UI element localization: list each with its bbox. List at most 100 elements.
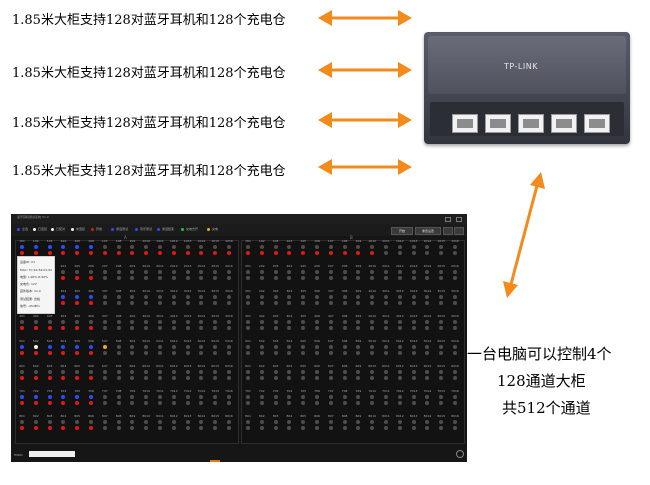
channel-cell[interactable]: 806 — [312, 415, 322, 431]
channel-cell[interactable]: 603 — [271, 365, 281, 381]
channel-cell[interactable]: 804 — [284, 415, 294, 431]
channel-cell[interactable]: 2013 — [183, 265, 193, 281]
channel-cell[interactable]: 7012 — [169, 390, 179, 406]
channel-cell[interactable]: 6015 — [436, 365, 446, 381]
channel-cell[interactable]: 606 — [312, 365, 322, 381]
channel-cell[interactable]: 2011 — [155, 265, 165, 281]
channel-cell[interactable]: 4010 — [141, 315, 151, 331]
channel-cell[interactable]: 106 — [86, 240, 96, 256]
channel-cell[interactable]: 6014 — [422, 365, 432, 381]
channel-cell[interactable]: 101 — [243, 240, 253, 256]
channel-cell[interactable]: 5014 — [196, 340, 206, 356]
channel-cell[interactable]: 8010 — [141, 415, 151, 431]
channel-cell[interactable]: 8011 — [155, 415, 165, 431]
channel-cell[interactable]: 7013 — [409, 390, 419, 406]
channel-cell[interactable]: 6014 — [196, 365, 206, 381]
channel-cell[interactable]: 6013 — [409, 365, 419, 381]
channel-cell[interactable]: 405 — [298, 315, 308, 331]
channel-cell[interactable]: 1011 — [381, 240, 391, 256]
help-icon[interactable] — [456, 450, 464, 458]
channel-cell[interactable]: 2012 — [395, 265, 405, 281]
channel-cell[interactable]: 708 — [340, 390, 350, 406]
channel-cell[interactable]: 505 — [72, 340, 82, 356]
channel-cell[interactable]: 507 — [100, 340, 110, 356]
channel-cell[interactable]: 809 — [127, 415, 137, 431]
channel-cell[interactable]: 801 — [17, 415, 27, 431]
channel-cell[interactable]: 8014 — [196, 415, 206, 431]
channel-cell[interactable]: 605 — [298, 365, 308, 381]
channel-cell[interactable]: 2012 — [169, 265, 179, 281]
channel-cell[interactable]: 5013 — [183, 340, 193, 356]
channel-cell[interactable]: 1010 — [141, 240, 151, 256]
channel-cell[interactable]: 202 — [257, 265, 267, 281]
channel-cell[interactable]: 408 — [114, 315, 124, 331]
channel-cell[interactable]: 3010 — [367, 290, 377, 306]
channel-cell[interactable]: 8012 — [395, 415, 405, 431]
channel-cell[interactable]: 105 — [298, 240, 308, 256]
channel-cell[interactable]: 8016 — [450, 415, 460, 431]
channel-cell[interactable]: 101 — [17, 240, 27, 256]
channel-cell[interactable]: 304 — [284, 290, 294, 306]
channel-cell[interactable]: 706 — [312, 390, 322, 406]
channel-cell[interactable]: 4013 — [409, 315, 419, 331]
channel-cell[interactable]: 303 — [271, 290, 281, 306]
channel-cell[interactable]: 4014 — [422, 315, 432, 331]
channel-cell[interactable]: 402 — [257, 315, 267, 331]
channel-cell[interactable]: 7016 — [450, 390, 460, 406]
channel-cell[interactable]: 103 — [45, 240, 55, 256]
channel-cell[interactable]: 2011 — [381, 265, 391, 281]
channel-cell[interactable]: 8016 — [224, 415, 234, 431]
channel-cell[interactable]: 2015 — [436, 265, 446, 281]
channel-cell[interactable]: 703 — [45, 390, 55, 406]
channel-cell[interactable]: 809 — [353, 415, 363, 431]
channel-cell[interactable]: 3011 — [155, 290, 165, 306]
channel-cell[interactable]: 3011 — [381, 290, 391, 306]
channel-cell[interactable]: 806 — [86, 415, 96, 431]
channel-cell[interactable]: 609 — [127, 365, 137, 381]
channel-cell[interactable]: 103 — [271, 240, 281, 256]
channel-cell[interactable]: 502 — [31, 340, 41, 356]
channel-cell[interactable]: 209 — [353, 265, 363, 281]
channel-cell[interactable]: 807 — [100, 415, 110, 431]
channel-cell[interactable]: 601 — [17, 365, 27, 381]
channel-cell[interactable]: 709 — [353, 390, 363, 406]
channel-cell[interactable]: 308 — [340, 290, 350, 306]
channel-cell[interactable]: 107 — [100, 240, 110, 256]
menu-icon[interactable] — [454, 227, 464, 235]
channel-cell[interactable]: 4012 — [395, 315, 405, 331]
channel-cell[interactable]: 102 — [31, 240, 41, 256]
channel-cell[interactable]: 3010 — [141, 290, 151, 306]
channel-cell[interactable]: 5011 — [155, 340, 165, 356]
channel-cell[interactable]: 4016 — [450, 315, 460, 331]
channel-cell[interactable]: 203 — [271, 265, 281, 281]
channel-cell[interactable]: 607 — [100, 365, 110, 381]
channel-cell[interactable]: 4011 — [155, 315, 165, 331]
channel-cell[interactable]: 602 — [31, 365, 41, 381]
channel-cell[interactable]: 5016 — [450, 340, 460, 356]
channel-cell[interactable]: 6010 — [141, 365, 151, 381]
channel-cell[interactable]: 7010 — [141, 390, 151, 406]
channel-cell[interactable]: 3016 — [450, 290, 460, 306]
channel-cell[interactable]: 1014 — [422, 240, 432, 256]
channel-cell[interactable]: 3015 — [436, 290, 446, 306]
channel-cell[interactable]: 107 — [326, 240, 336, 256]
channel-cell[interactable]: 6011 — [155, 365, 165, 381]
channel-cell[interactable]: 6016 — [224, 365, 234, 381]
channel-cell[interactable]: 108 — [114, 240, 124, 256]
channel-cell[interactable]: 4010 — [367, 315, 377, 331]
channel-cell[interactable]: 1012 — [395, 240, 405, 256]
channel-cell[interactable]: 803 — [45, 415, 55, 431]
channel-cell[interactable]: 207 — [326, 265, 336, 281]
channel-cell[interactable]: 507 — [326, 340, 336, 356]
channel-cell[interactable]: 5010 — [367, 340, 377, 356]
channel-cell[interactable]: 7014 — [196, 390, 206, 406]
channel-cell[interactable]: 7010 — [367, 390, 377, 406]
channel-cell[interactable]: 4011 — [381, 315, 391, 331]
channel-cell[interactable]: 707 — [326, 390, 336, 406]
channel-cell[interactable]: 309 — [127, 290, 137, 306]
channel-cell[interactable]: 8013 — [409, 415, 419, 431]
hwid-input[interactable] — [29, 451, 75, 457]
channel-cell[interactable]: 6013 — [183, 365, 193, 381]
channel-cell[interactable]: 7015 — [436, 390, 446, 406]
minimize-icon[interactable] — [445, 217, 451, 222]
